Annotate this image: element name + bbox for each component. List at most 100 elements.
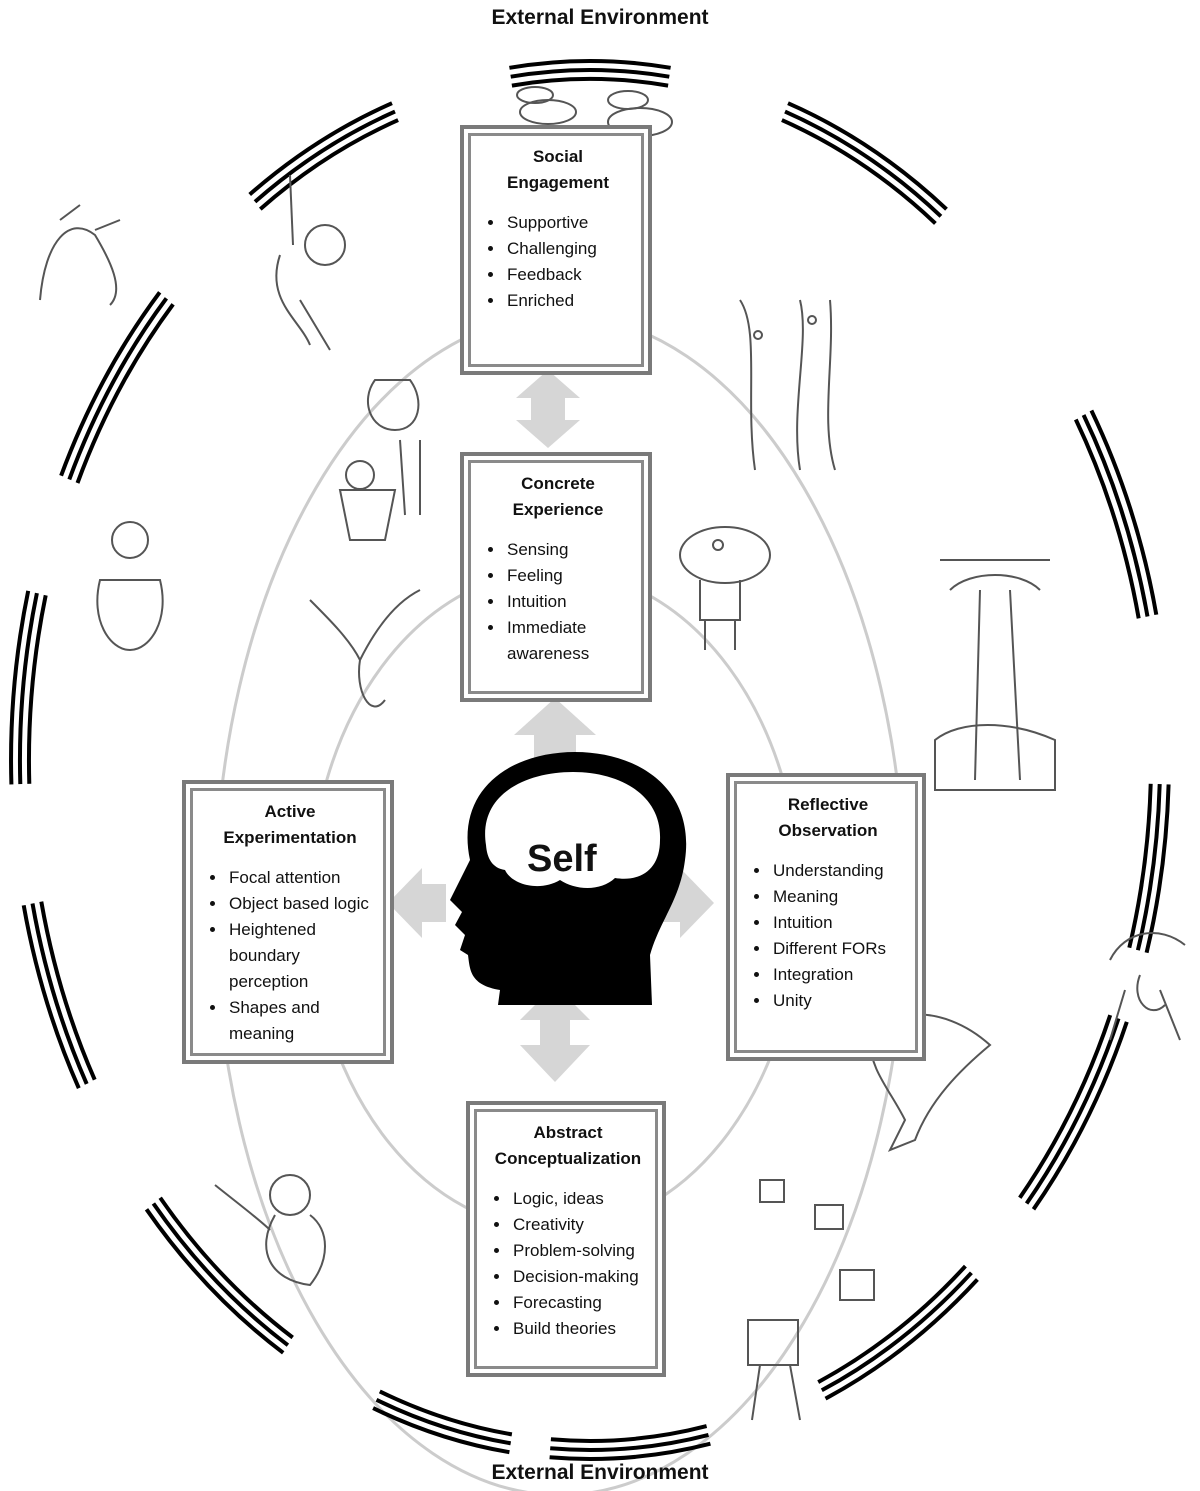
abstract-title-line1: Abstract: [533, 1123, 603, 1142]
reflective-observation-title: Reflective Observation: [751, 792, 905, 844]
list-item: Understanding: [771, 858, 905, 884]
band-segment: [378, 1389, 513, 1437]
foxes-illustration: [739, 299, 836, 471]
band-segment: [1073, 418, 1141, 619]
band-segment: [1031, 1021, 1129, 1211]
band-segment: [151, 1202, 290, 1347]
external-environment-top-label: External Environment: [491, 6, 709, 29]
band-segment: [375, 1398, 512, 1446]
list-item: Different FORs: [771, 936, 905, 962]
list-item: Integration: [771, 962, 905, 988]
abstract-title-line2: Conceptualization: [494, 1149, 642, 1168]
goat-gardener-illustration: [338, 379, 421, 541]
band-segment: [30, 903, 89, 1085]
list-item: Immediate awareness: [505, 615, 631, 667]
social-engagement-list: Supportive Challenging Feedback Enriched: [485, 210, 631, 314]
social-engagement-box: Social Engagement Supportive Challenging…: [460, 125, 652, 375]
tree-illustration: [934, 559, 1056, 791]
band-segment: [509, 59, 671, 70]
list-item: Challenging: [505, 236, 631, 262]
concrete-experience-title: Concrete Experience: [485, 471, 631, 523]
social-title-line1: Social: [532, 147, 584, 166]
concrete-title-line2: Experience: [512, 500, 604, 519]
left-arrow: [388, 868, 446, 938]
band-segment: [253, 109, 396, 204]
list-item: Shapes and meaning: [227, 995, 373, 1047]
band-segment: [372, 1406, 510, 1455]
eagle-illustration: [309, 589, 421, 708]
list-item: Heightened boundary perception: [227, 917, 373, 995]
band-segment: [550, 1424, 708, 1443]
list-item: Forecasting: [511, 1290, 645, 1316]
list-item: Object based logic: [227, 891, 373, 917]
active-experimentation-list: Focal attention Object based logic Heigh…: [207, 865, 373, 1047]
band-segment: [824, 1278, 979, 1401]
list-item: Problem-solving: [511, 1238, 645, 1264]
band-segment: [1127, 783, 1153, 949]
dinosaur-illustration: [1109, 932, 1186, 1041]
owl-figure-illustration: [96, 521, 164, 652]
abstract-conceptualization-list: Logic, ideas Creativity Problem-solving …: [491, 1186, 645, 1342]
band-segment: [1135, 784, 1162, 951]
down-arrow: [520, 985, 590, 1082]
band-segment: [1081, 414, 1150, 617]
band-segment: [1144, 784, 1171, 954]
list-item: Creativity: [511, 1212, 645, 1238]
walking-boxes-illustration: [747, 1179, 875, 1421]
list-item: Unity: [771, 988, 905, 1014]
band-segment: [784, 109, 943, 218]
dog-character-illustration: [679, 526, 771, 650]
band-segment: [158, 1196, 294, 1340]
list-item: Intuition: [771, 910, 905, 936]
list-item: Meaning: [771, 884, 905, 910]
unicorn-illustration: [39, 204, 121, 306]
band-segment: [817, 1264, 967, 1384]
abstract-conceptualization-box: Abstract Conceptualization Logic, ideas …: [466, 1101, 666, 1377]
list-item: Sensing: [505, 537, 631, 563]
band-segment: [550, 1432, 709, 1452]
external-environment-band: [9, 59, 1171, 1461]
list-item: Focal attention: [227, 865, 373, 891]
band-segment: [75, 303, 175, 484]
list-item: Feedback: [505, 262, 631, 288]
list-item: Supportive: [505, 210, 631, 236]
head-silhouette: [450, 752, 687, 1005]
band-segment: [67, 297, 169, 481]
self-label: Self: [527, 838, 597, 880]
hanging-figure-illustration: [275, 174, 346, 351]
active-experimentation-box: Active Experimentation Focal attention O…: [182, 780, 394, 1064]
band-segment: [144, 1208, 285, 1355]
band-segment: [781, 118, 937, 225]
band-segment: [1018, 1014, 1113, 1199]
band-segment: [9, 590, 31, 785]
band-segment: [59, 291, 162, 477]
list-item: Decision-making: [511, 1264, 645, 1290]
list-item: Enriched: [505, 288, 631, 314]
band-segment: [248, 101, 393, 197]
external-environment-bottom-label: External Environment: [491, 1461, 709, 1484]
concrete-experience-box: Concrete Experience Sensing Feeling Intu…: [460, 452, 652, 702]
active-title-line2: Experimentation: [223, 828, 357, 847]
list-item: Logic, ideas: [511, 1186, 645, 1212]
band-segment: [26, 594, 48, 784]
concrete-title-line1: Concrete: [521, 474, 595, 493]
band-segment: [1089, 409, 1159, 616]
band-segment: [21, 904, 81, 1090]
social-title-line2: Engagement: [506, 173, 610, 192]
reflective-title-line2: Observation: [778, 821, 878, 840]
band-segment: [17, 592, 39, 785]
band-segment: [549, 1441, 711, 1461]
active-title-line1: Active: [264, 802, 316, 821]
band-segment: [820, 1271, 973, 1393]
band-segment: [1024, 1017, 1121, 1205]
band-segment: [511, 77, 669, 88]
reflective-observation-list: Understanding Meaning Intuition Differen…: [751, 858, 905, 1014]
social-engagement-title: Social Engagement: [485, 144, 631, 196]
reflective-title-line1: Reflective: [787, 795, 869, 814]
list-item: Build theories: [511, 1316, 645, 1342]
band-segment: [510, 68, 670, 79]
band-segment: [39, 901, 97, 1081]
abstract-conceptualization-title: Abstract Conceptualization: [491, 1120, 645, 1172]
illustrations: [39, 86, 1186, 1421]
